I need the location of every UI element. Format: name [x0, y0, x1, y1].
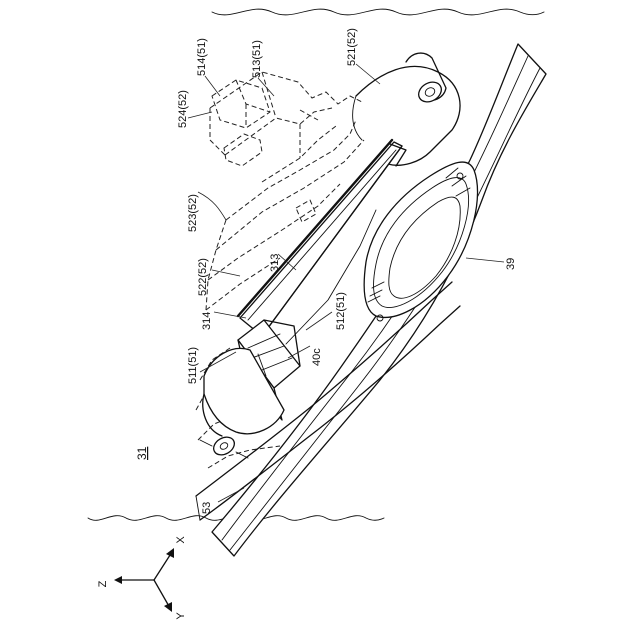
label-314: 314	[201, 312, 213, 330]
axis-label-x: X	[175, 536, 187, 544]
label-524: 524(52)	[177, 90, 189, 128]
cylinder-521	[353, 53, 460, 165]
label-53: 53	[201, 502, 213, 514]
bracket-39	[364, 162, 477, 321]
leader-lines	[188, 64, 504, 502]
label-521: 521(52)	[346, 28, 358, 66]
label-39: 39	[505, 258, 517, 270]
axis-label-y: Y	[175, 612, 187, 620]
block-524	[212, 80, 270, 166]
figure-ref-numeral: 31	[135, 446, 149, 460]
label-511: 511(51)	[187, 347, 199, 384]
label-523: 523(52)	[187, 194, 199, 232]
label-512: 512(51)	[335, 292, 347, 330]
label-522: 522(52)	[197, 258, 209, 296]
label-313: 313	[269, 254, 281, 272]
break-line-top	[212, 9, 544, 15]
label-513: 513(51)	[251, 40, 263, 78]
label-40c: 40c	[311, 348, 323, 366]
axis-label-z: Z	[97, 580, 109, 587]
label-514: 514(51)	[196, 38, 208, 76]
axis-triad	[114, 548, 174, 612]
